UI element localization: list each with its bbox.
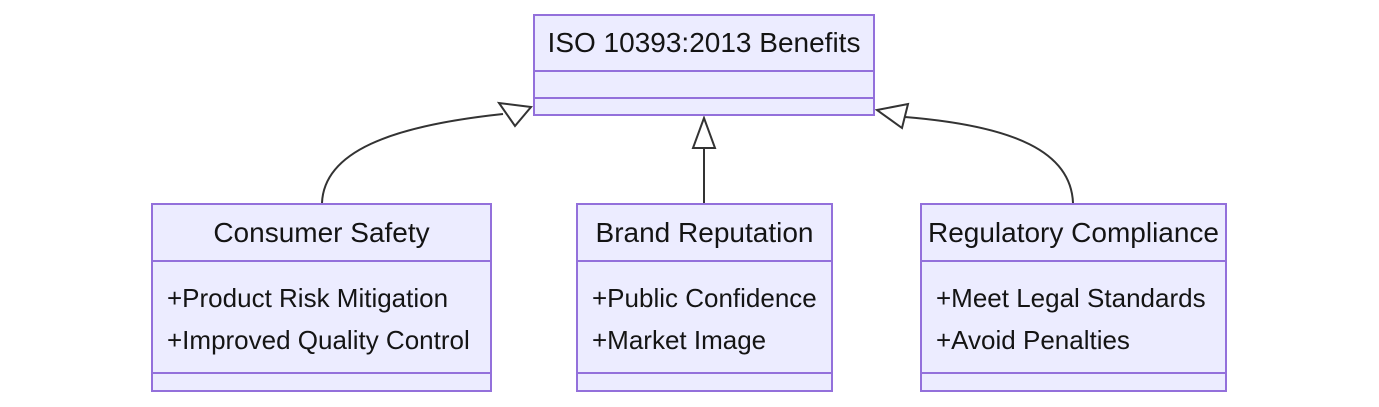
class-node-consumer-safety: Consumer Safety +Product Risk Mitigation… <box>151 203 492 392</box>
edge-regulatory-compliance-to-benefits <box>874 102 1074 204</box>
class-methods-section-empty <box>578 372 831 390</box>
class-node-regulatory-compliance: Regulatory Compliance +Meet Legal Standa… <box>920 203 1227 392</box>
class-attribute: +Meet Legal Standards <box>936 283 1206 313</box>
class-attributes-section-empty <box>535 70 873 97</box>
class-attribute: +Product Risk Mitigation <box>167 283 449 313</box>
class-node-benefits: ISO 10393:2013 Benefits <box>533 14 875 116</box>
class-attributes-section: +Public Confidence +Market Image <box>578 260 831 372</box>
inheritance-arrowhead <box>874 102 910 130</box>
class-title: Regulatory Compliance <box>927 217 1220 248</box>
edge-brand-reputation-to-benefits <box>691 115 717 203</box>
class-attribute: +Public Confidence <box>592 283 817 313</box>
class-attributes-section: +Meet Legal Standards +Avoid Penalties <box>922 260 1225 372</box>
edge-consumer-safety-to-benefits <box>321 101 533 204</box>
class-attributes-section: +Product Risk Mitigation +Improved Quali… <box>153 260 490 372</box>
edge-line <box>321 113 504 204</box>
inheritance-arrowhead <box>691 115 717 149</box>
class-attribute: +Market Image <box>592 325 767 355</box>
class-title: Consumer Safety <box>213 217 430 248</box>
class-methods-section-empty <box>922 372 1225 390</box>
edge-line <box>904 116 1074 204</box>
class-title: ISO 10393:2013 Benefits <box>547 27 861 58</box>
class-attribute: +Avoid Penalties <box>936 325 1130 355</box>
class-title: Brand Reputation <box>595 217 814 248</box>
class-node-brand-reputation: Brand Reputation +Public Confidence +Mar… <box>576 203 833 392</box>
class-methods-section-empty <box>535 97 873 114</box>
class-attribute: +Improved Quality Control <box>167 325 470 355</box>
inheritance-arrowhead <box>496 101 533 128</box>
class-methods-section-empty <box>153 372 490 390</box>
